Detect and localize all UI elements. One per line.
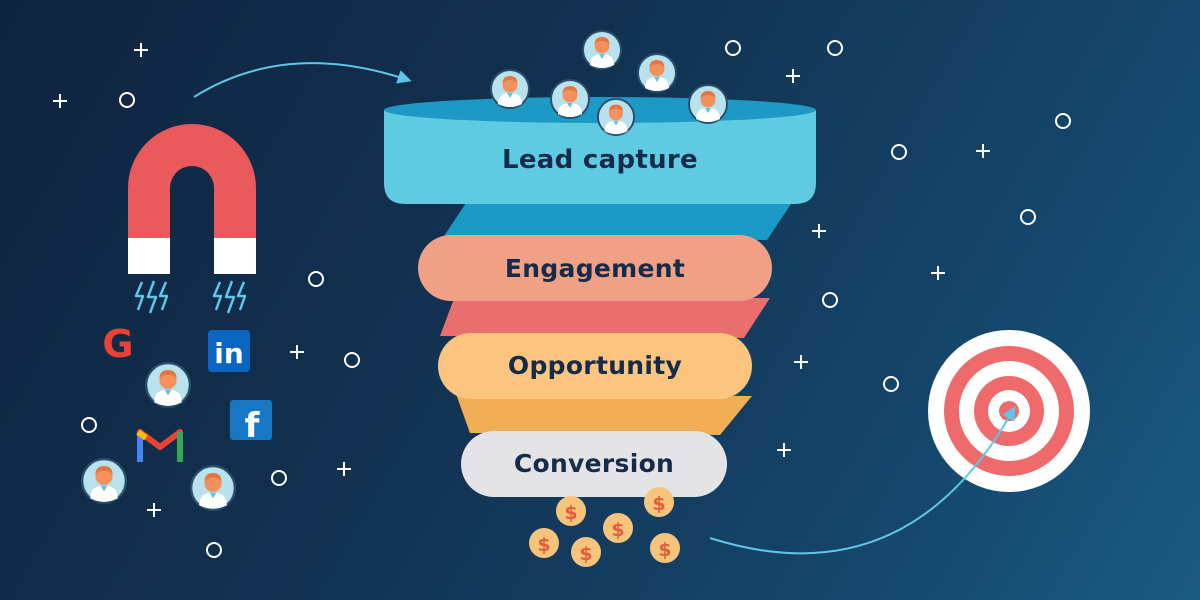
linkedin-icon: in [208, 330, 250, 372]
avatar-top-3 [490, 69, 530, 109]
svg-text:f: f [245, 406, 261, 446]
avatar-top-5 [688, 84, 728, 124]
avatar-top-1 [582, 30, 622, 70]
funnel-ribbons [440, 200, 791, 435]
gmail-icon [136, 429, 183, 462]
dollar-coin-icon: $ [571, 537, 601, 567]
svg-text:G: G [102, 322, 133, 366]
dollar-coin-icon: $ [650, 533, 680, 563]
dollar-coin-icon: $ [603, 513, 633, 543]
avatar-left-3 [190, 465, 236, 511]
stage-label-conversion: Conversion [513, 449, 675, 478]
facebook-icon: f [230, 400, 272, 446]
coins: $ $ $ $ $ $ [529, 487, 680, 567]
svg-text:in: in [214, 337, 244, 370]
stage-label-engagement: Engagement [504, 254, 686, 283]
avatar-left-1 [145, 362, 191, 408]
decorative-circles [81, 40, 1071, 558]
google-icon: G [102, 322, 133, 366]
svg-text:$: $ [564, 502, 577, 524]
svg-text:$: $ [652, 493, 665, 515]
svg-text:$: $ [579, 543, 592, 565]
avatar-top-2 [637, 53, 677, 93]
funnel-stage-conversion [461, 431, 727, 497]
magnet-icon [128, 124, 256, 314]
dollar-coin-icon: $ [529, 528, 559, 558]
avatar-top-4 [550, 79, 590, 119]
funnel-stage-engagement [418, 235, 772, 301]
svg-text:$: $ [658, 539, 671, 561]
dollar-coin-icon: $ [556, 496, 586, 526]
arrow-to-funnel [193, 62, 412, 98]
stage-label-lead-capture: Lead capture [502, 145, 698, 175]
decorative-plus-signs [53, 43, 990, 517]
avatar-left-2 [81, 458, 127, 504]
arrow-to-target [709, 405, 1016, 555]
funnel-stage-opportunity [438, 333, 752, 399]
target-icon [928, 330, 1090, 492]
avatar-top-6 [597, 98, 635, 136]
stage-label-opportunity: Opportunity [507, 351, 683, 380]
svg-text:$: $ [611, 519, 624, 541]
dollar-coin-icon: $ [644, 487, 674, 517]
svg-text:$: $ [537, 534, 550, 556]
